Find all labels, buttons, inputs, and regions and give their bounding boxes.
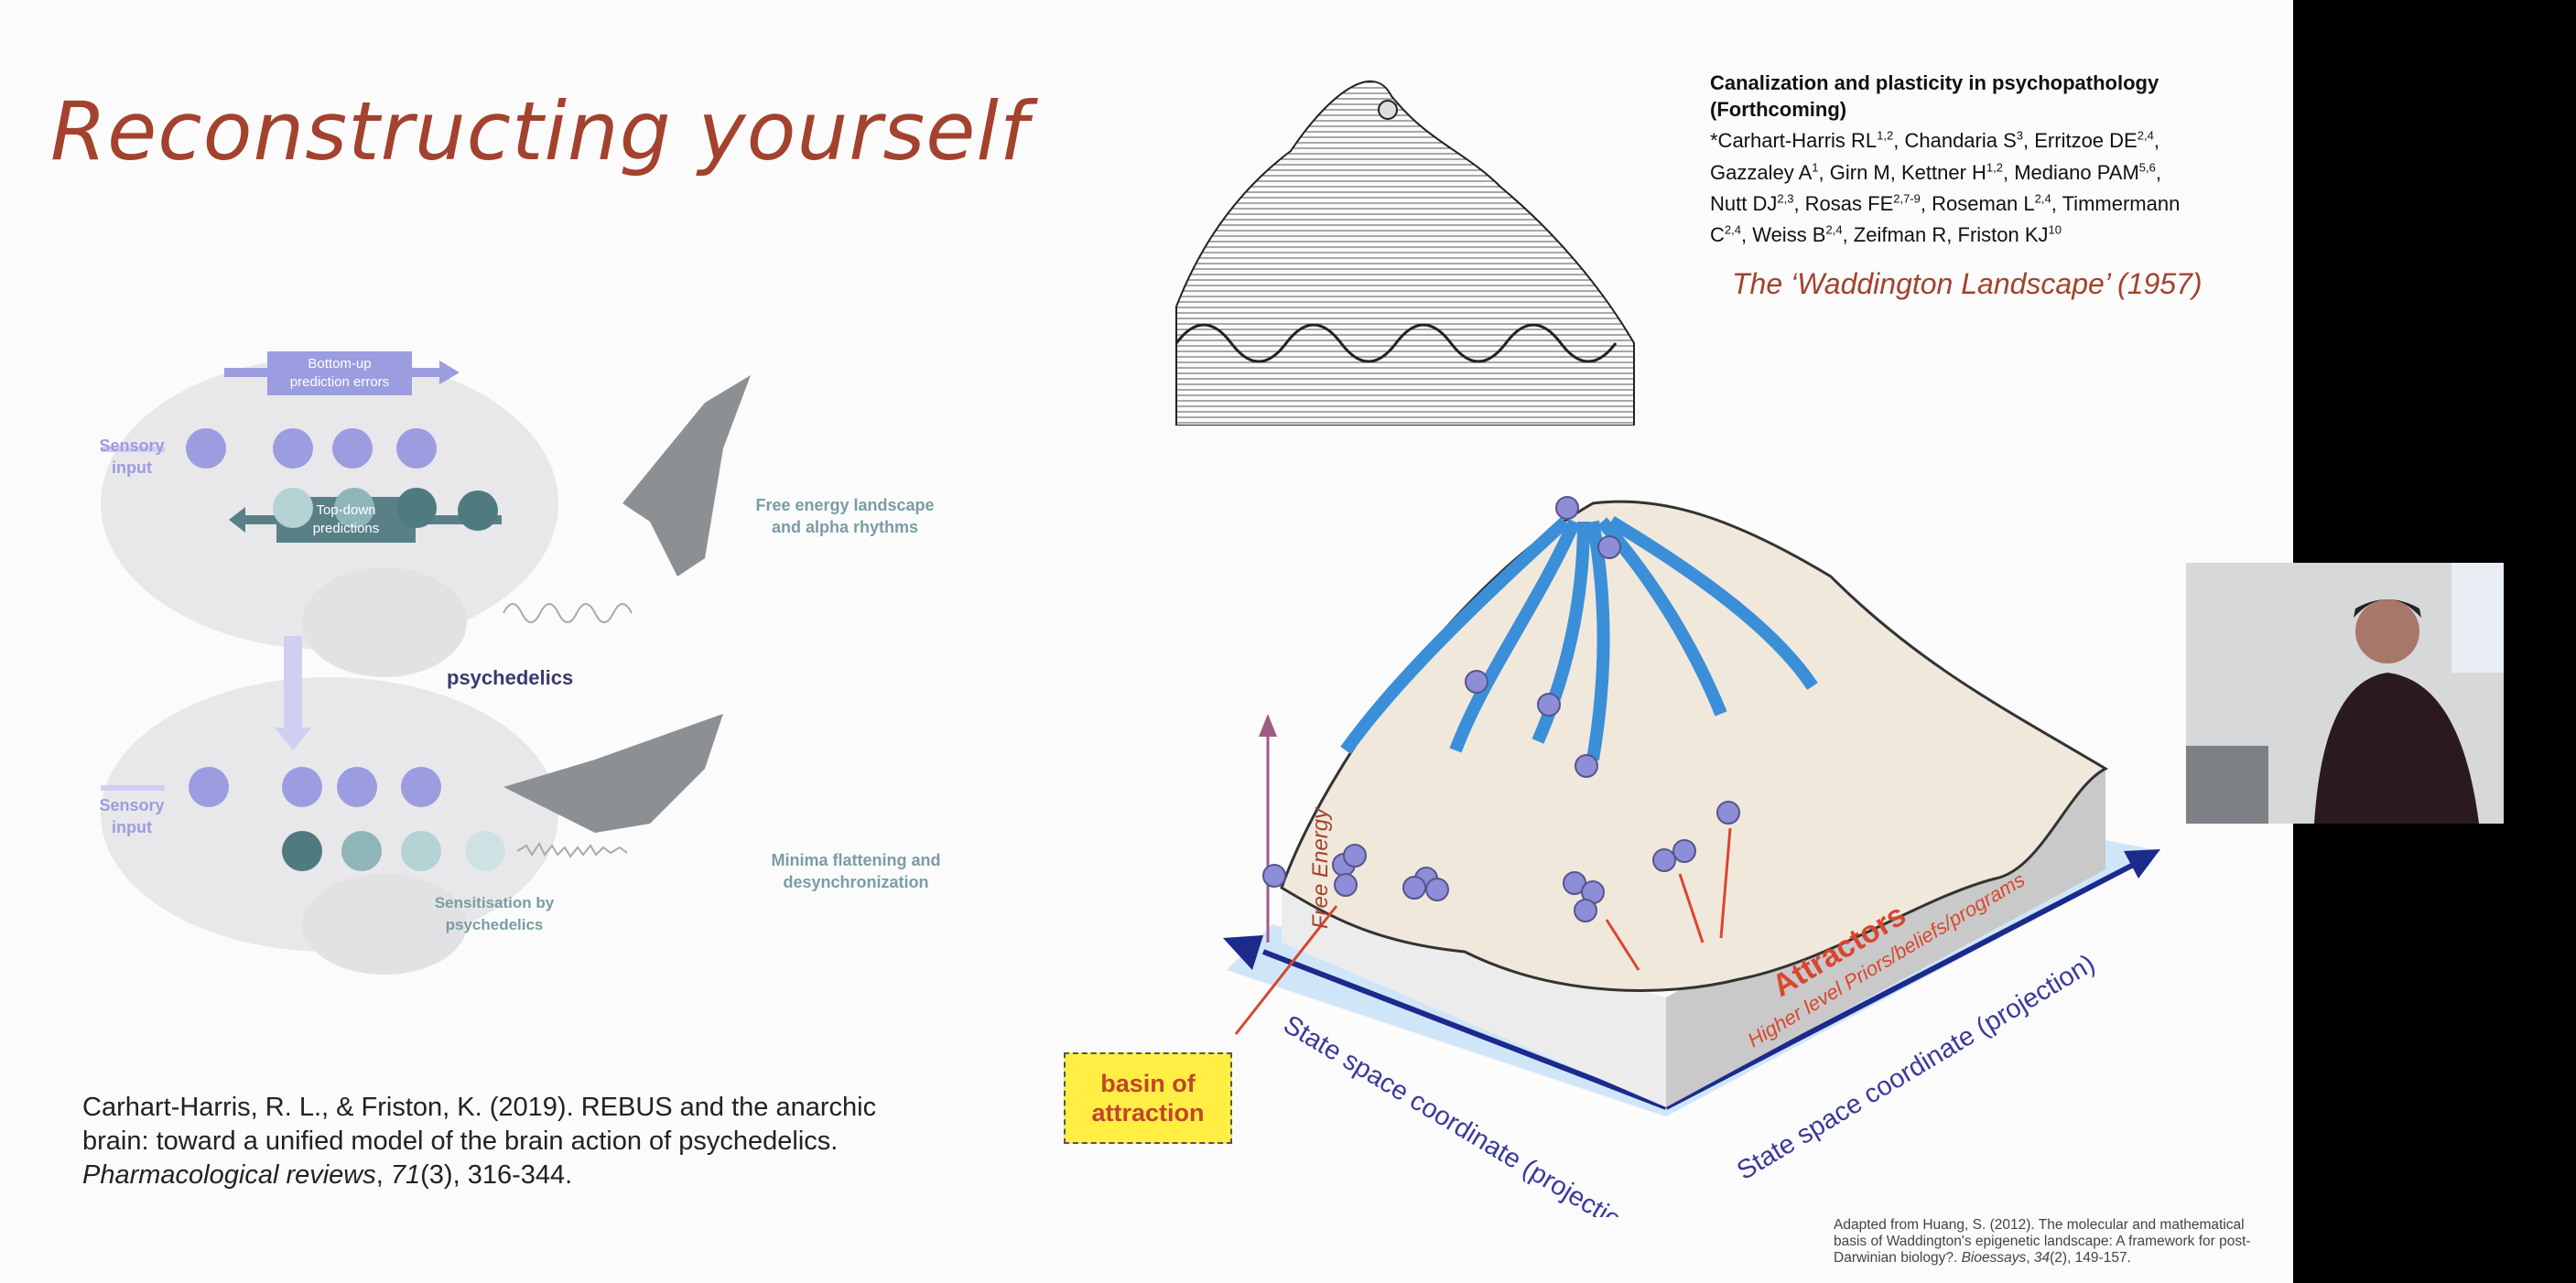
author-affiliation: 2,4 xyxy=(1724,222,1741,237)
psychedelics-label: psychedelics xyxy=(447,666,574,689)
author-affiliation: 2,7-9 xyxy=(1893,191,1921,206)
x-axis-right-arrowhead xyxy=(2124,849,2160,879)
author-affiliation: 1,2 xyxy=(1986,160,2003,175)
epigenetic-landscape-diagram: Free Energy State space coordinate (proj… xyxy=(1223,496,2160,1217)
sensitisation-label: Sensitisation by psychedelics xyxy=(434,894,555,933)
author-name: Roseman L xyxy=(1932,191,2035,215)
author-affiliation: 5,6 xyxy=(2138,160,2156,175)
author-name: Weiss B xyxy=(1752,223,1826,247)
citation-pages: (3), 316-344. xyxy=(420,1160,573,1190)
bottom-up-arrow xyxy=(224,351,460,395)
adapted-citation: Adapted from Huang, S. (2012). The molec… xyxy=(1834,1217,2251,1266)
node-network-top xyxy=(101,428,498,531)
bottom-up-label-text: Bottom-up prediction errors xyxy=(289,356,390,390)
waddington-landscape-sketch xyxy=(1174,80,1635,426)
citation-journal: Pharmacological reviews xyxy=(82,1160,376,1190)
speaker-webcam-video xyxy=(2186,563,2504,824)
waddington-caption: The ‘Waddington Landscape’ (1957) xyxy=(1732,267,2203,300)
author-affiliation: 2,4 xyxy=(2137,129,2154,143)
annotation-arrows xyxy=(1234,827,1732,1035)
author-name: Timmermann C xyxy=(1710,191,2181,247)
author-name: *Carhart-Harris RL xyxy=(1710,129,1878,153)
free-energy-landscape-label: Free energy landscape and alpha rhythms xyxy=(755,496,935,536)
author-affiliation: 2,4 xyxy=(2034,191,2051,206)
author-affiliation: 3 xyxy=(2016,129,2024,143)
x-axis-left xyxy=(1261,949,1668,1110)
citation-text: Carhart-Harris, R. L., & Friston, K. (20… xyxy=(82,1093,877,1156)
free-energy-axis-label: Free Energy xyxy=(1308,806,1333,929)
sensory-input-top-label: Sensory input xyxy=(99,437,165,477)
flattened-landscape-image xyxy=(503,714,723,858)
sensory-input-bottom-label: Sensory input xyxy=(99,796,165,836)
x-axis-right xyxy=(1664,857,2144,1110)
adapted-citation-journal: Bioessays xyxy=(1961,1250,2027,1266)
author-name: Kettner H xyxy=(1900,160,1986,184)
node-network-bottom xyxy=(101,767,505,871)
landscape-surface xyxy=(1280,500,2109,992)
author-name: Erritzoe DE xyxy=(2034,129,2138,153)
paper-authors: *Carhart-Harris RL1,2, Chandaria S3, Err… xyxy=(1710,129,2181,247)
citation-volume: 71 xyxy=(390,1160,421,1190)
minima-flattening-label: Minima flattening and desynchronization xyxy=(771,851,941,891)
top-down-label-text: Top-down predictions xyxy=(312,502,380,536)
adapted-citation-volume: 34 xyxy=(2033,1250,2051,1266)
basin-of-attraction-label: basin of attraction xyxy=(1064,1052,1232,1144)
author-name: Friston KJ xyxy=(1957,223,2049,247)
brain-bottom-image xyxy=(101,677,558,975)
top-down-label: Top-down predictions xyxy=(276,497,416,543)
paper-title: Canalization and plasticity in psychopat… xyxy=(1710,71,2159,121)
psychedelics-down-arrow xyxy=(275,636,311,750)
brain-predictive-coding-diagram xyxy=(101,351,751,975)
flow-arrows xyxy=(1340,515,1818,761)
free-energy-axis-arrowhead xyxy=(1259,714,1277,737)
author-name: Nutt DJ xyxy=(1710,191,1778,215)
author-affiliation: 1,2 xyxy=(1877,129,1894,143)
author-name: Gazzaley A xyxy=(1710,160,1813,184)
author-name: Zeifman R xyxy=(1853,223,1947,247)
state-balls xyxy=(1262,496,1740,922)
speaker-image xyxy=(2186,563,2504,824)
free-energy-landscape-image xyxy=(503,375,751,623)
author-affiliation: 1 xyxy=(1812,160,1819,175)
adapted-citation-text: Adapted from Huang, S. (2012). The molec… xyxy=(1834,1217,2251,1266)
author-name: Chandaria S xyxy=(1904,129,2017,153)
author-name: Rosas FE xyxy=(1804,191,1894,215)
rebus-citation: Carhart-Harris, R. L., & Friston, K. (20… xyxy=(82,1093,877,1190)
author-affiliation: 10 xyxy=(2048,222,2062,237)
adapted-citation-pages: (2), 149-157. xyxy=(2050,1250,2131,1266)
presentation-slide: Reconstructing yourself xyxy=(0,0,2293,1283)
slide-title: Reconstructing yourself xyxy=(50,84,1029,178)
bottom-up-label: Bottom-up prediction errors xyxy=(267,351,412,395)
paper-reference: Canalization and plasticity in psychopat… xyxy=(1710,70,2186,248)
author-affiliation: 2,4 xyxy=(1825,222,1843,237)
author-name: Girn M xyxy=(1829,160,1890,184)
author-affiliation: 2,3 xyxy=(1777,191,1794,206)
x-axis-left-arrowhead xyxy=(1223,935,1263,970)
block-side-left xyxy=(1282,888,1666,1107)
author-name: Mediano PAM xyxy=(2014,160,2139,184)
